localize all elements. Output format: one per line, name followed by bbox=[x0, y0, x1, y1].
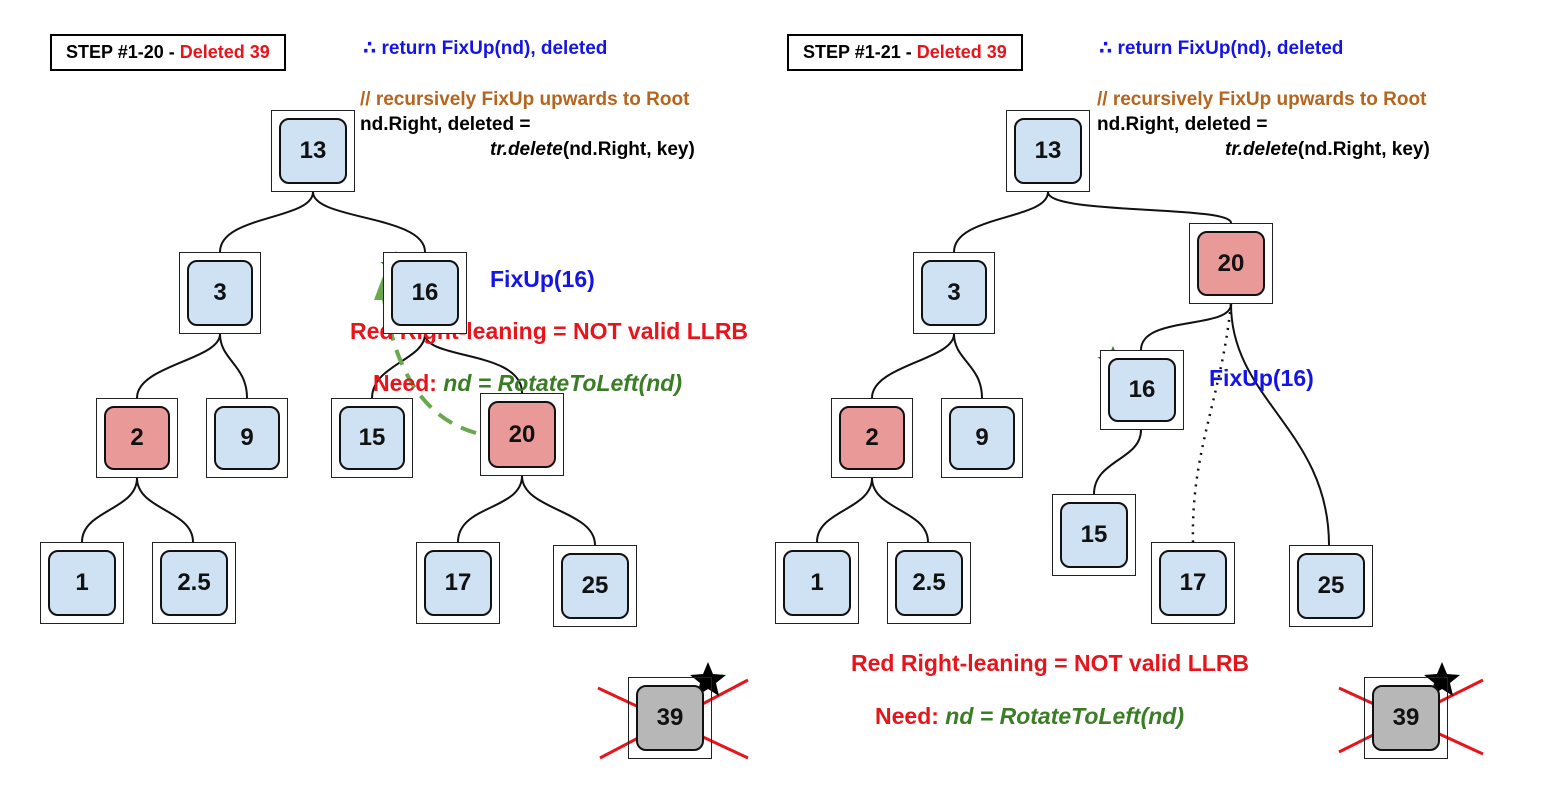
edge-3-9 bbox=[219, 333, 248, 399]
node-key: 39 bbox=[1372, 685, 1440, 751]
code-call-args: (nd.Right, key) bbox=[1297, 139, 1430, 160]
edge-20-17-dotted bbox=[1191, 303, 1233, 543]
edge-13-16 bbox=[312, 191, 426, 253]
fixup-label: FixUp(16) bbox=[1209, 365, 1314, 391]
node-key: 25 bbox=[561, 553, 629, 619]
tree-node: 25 bbox=[1289, 545, 1373, 627]
need-label: Need: bbox=[373, 370, 444, 396]
edge-2-1 bbox=[81, 477, 138, 543]
code-call-args: (nd.Right, key) bbox=[562, 139, 695, 160]
tree-node: 1 bbox=[40, 542, 124, 624]
node-key: 15 bbox=[339, 406, 405, 470]
need-label: Need: bbox=[875, 703, 946, 729]
node-key: 13 bbox=[1014, 118, 1082, 184]
warning-text: Red Right-leaning = NOT valid LLRB bbox=[851, 650, 1250, 676]
tree-node: 20 bbox=[480, 393, 564, 476]
tree-node: 3 bbox=[913, 252, 995, 334]
node-key: 20 bbox=[1197, 231, 1265, 296]
edge-3-9 bbox=[953, 333, 983, 399]
code-line-2: tr.delete(nd.Right, key) bbox=[1225, 139, 1430, 161]
step-deleted: Deleted 39 bbox=[916, 42, 1007, 62]
code-line-2: tr.delete(nd.Right, key) bbox=[490, 139, 695, 161]
tree-node: 1 bbox=[775, 542, 859, 624]
comment-text: // recursively FixUp upwards to Root bbox=[360, 89, 690, 110]
tree-node: 25 bbox=[553, 545, 637, 627]
node-key: 13 bbox=[279, 118, 347, 184]
edge-3-2 bbox=[136, 333, 221, 399]
node-key: 3 bbox=[921, 260, 987, 326]
tree-node: 2 bbox=[96, 398, 178, 478]
edge-16-15 bbox=[1093, 429, 1142, 495]
node-key: 9 bbox=[214, 406, 280, 470]
tree-node: 17 bbox=[416, 542, 500, 624]
node-key: 9 bbox=[949, 406, 1015, 470]
node-key: 17 bbox=[424, 550, 492, 616]
node-key: 15 bbox=[1060, 502, 1128, 568]
edge-13-3 bbox=[953, 191, 1049, 253]
code-call-fn: tr.delete bbox=[490, 139, 563, 160]
edge-20-25 bbox=[1230, 303, 1330, 546]
deleted-node: 39 bbox=[628, 677, 712, 759]
node-key: 25 bbox=[1297, 553, 1365, 619]
edge-2-2.5 bbox=[136, 477, 194, 543]
step-label-box: STEP #1-21 - Deleted 39 bbox=[787, 34, 1023, 71]
tree-node: 16 bbox=[1100, 350, 1184, 430]
step-label-box: STEP #1-20 - Deleted 39 bbox=[50, 34, 286, 71]
tree-node: 16 bbox=[383, 252, 467, 334]
edge-16-15 bbox=[371, 333, 426, 399]
tree-node: 13 bbox=[1006, 110, 1090, 192]
code-call-fn: tr.delete bbox=[1225, 139, 1298, 160]
node-key: 2 bbox=[104, 406, 170, 470]
need-text: Need: nd = RotateToLeft(nd) bbox=[875, 703, 1184, 730]
edge-3-2 bbox=[871, 333, 955, 399]
tree-node: 15 bbox=[1052, 494, 1136, 576]
tree-node: 2.5 bbox=[152, 542, 236, 624]
edge-2-1 bbox=[816, 477, 873, 543]
tree-node: 3 bbox=[179, 252, 261, 334]
node-key: 17 bbox=[1159, 550, 1227, 616]
code-line-1: nd.Right, deleted = bbox=[360, 114, 531, 135]
tree-node: 17 bbox=[1151, 542, 1235, 624]
step-label: STEP #1-20 - bbox=[66, 42, 180, 62]
node-key: 2 bbox=[839, 406, 905, 470]
deleted-node: 39 bbox=[1364, 677, 1448, 759]
node-key: 2.5 bbox=[895, 550, 963, 616]
node-key: 16 bbox=[1108, 358, 1176, 422]
tree-node: 9 bbox=[941, 398, 1023, 478]
node-key: 1 bbox=[48, 550, 116, 616]
edge-13-20 bbox=[1047, 191, 1232, 224]
tree-node: 9 bbox=[206, 398, 288, 478]
return-text: ∴ return FixUp(nd), deleted bbox=[363, 38, 608, 59]
panel-step-1-20: STEP #1-20 - Deleted 39 ∴ return FixUp(n… bbox=[0, 0, 770, 804]
edge-20-16 bbox=[1140, 303, 1232, 351]
code-line-1: nd.Right, deleted = bbox=[1097, 114, 1268, 135]
tree-node: 2.5 bbox=[887, 542, 971, 624]
comment-text: // recursively FixUp upwards to Root bbox=[1097, 89, 1427, 110]
node-key: 20 bbox=[488, 401, 556, 468]
edge-20-17 bbox=[457, 475, 523, 543]
edge-13-3 bbox=[219, 191, 314, 253]
node-key: 3 bbox=[187, 260, 253, 326]
node-key: 1 bbox=[783, 550, 851, 616]
return-text: ∴ return FixUp(nd), deleted bbox=[1099, 38, 1344, 59]
step-deleted: Deleted 39 bbox=[179, 42, 270, 62]
tree-node: 13 bbox=[271, 110, 355, 192]
edge-2-2.5 bbox=[871, 477, 929, 543]
edge-20-25 bbox=[521, 475, 596, 546]
tree-node: 2 bbox=[831, 398, 913, 478]
tree-node: 15 bbox=[331, 398, 413, 478]
node-key: 2.5 bbox=[160, 550, 228, 616]
tree-node: 20 bbox=[1189, 223, 1273, 304]
need-expr: nd = RotateToLeft(nd) bbox=[443, 370, 682, 396]
step-label: STEP #1-21 - bbox=[803, 42, 917, 62]
need-expr: nd = RotateToLeft(nd) bbox=[945, 703, 1184, 729]
need-text: Need: nd = RotateToLeft(nd) bbox=[373, 370, 682, 397]
edge-16-20 bbox=[424, 333, 523, 394]
node-key: 39 bbox=[636, 685, 704, 751]
panel-step-1-21: STEP #1-21 - Deleted 39 ∴ return FixUp(n… bbox=[771, 0, 1541, 804]
node-key: 16 bbox=[391, 260, 459, 326]
fixup-label: FixUp(16) bbox=[490, 266, 595, 292]
